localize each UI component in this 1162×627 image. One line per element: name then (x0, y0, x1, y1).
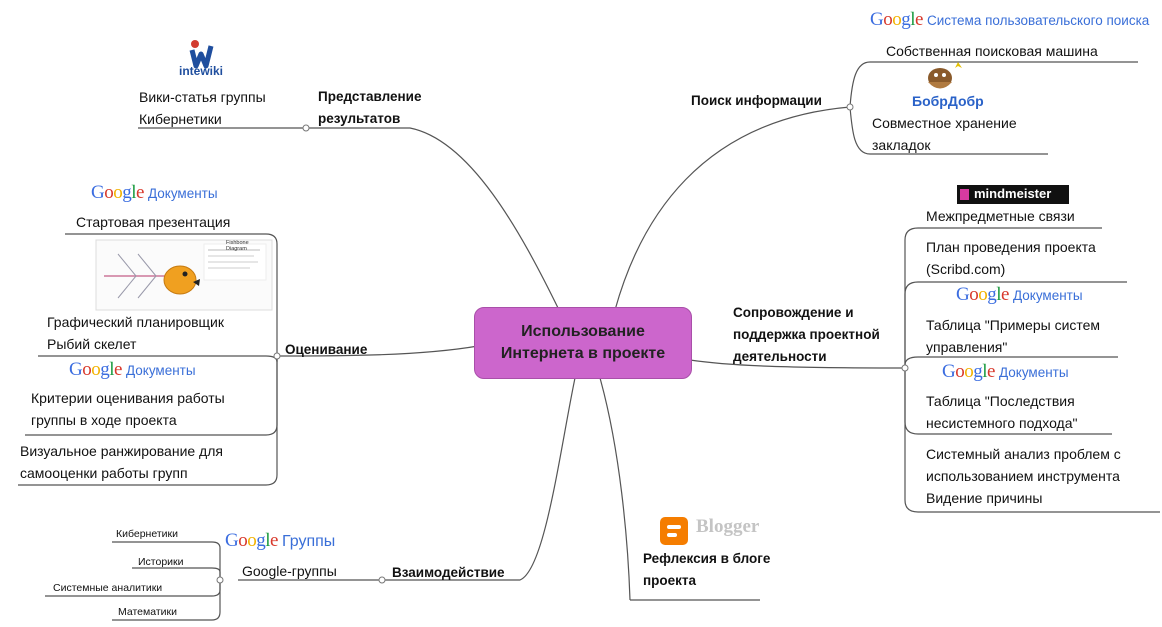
connector-predstavlenie (306, 127, 561, 313)
visual-ranking-item[interactable]: Визуальное ранжирование для самооценки р… (20, 443, 223, 481)
group-item-istoriki[interactable]: Историки (138, 556, 184, 568)
blogger-logo-icon (660, 517, 688, 545)
bookmarks-item[interactable]: Совместное хранение закладок (872, 115, 1017, 153)
branch-label-soprovozhdenie[interactable]: Сопровождение и поддержка проектной деят… (733, 305, 880, 364)
google-groups-logo-icon: Google Группы (225, 530, 336, 551)
google-logo-icon: Google Система пользовательского поиска (870, 9, 1150, 30)
fishbone-planner-item[interactable]: Графический планировщик Рыбий скелет (47, 314, 225, 352)
blogger-logo-text: Blogger (696, 516, 760, 537)
evaluation-criteria-item[interactable]: Критерии оценивания работы группы в ходе… (31, 390, 225, 428)
group-item-analitiki[interactable]: Системные аналитики (53, 582, 163, 594)
google-docs-logo-icon: Google Документы (942, 361, 1069, 382)
consequences-table-item[interactable]: Таблица "Последствия несистемного подход… (926, 393, 1078, 431)
group-item-kibernetiki[interactable]: Кибернетики (116, 528, 178, 540)
google-docs-logo-icon: Google Документы (91, 182, 218, 203)
fishbone-thumbnail-icon (95, 239, 273, 311)
branch-label-vzaimodeistvie[interactable]: Взаимодействие (392, 565, 505, 580)
bobrdobr-beaver-icon (928, 62, 962, 89)
fishbone-thumbnail-caption: Fishbone Diagram (226, 240, 249, 252)
google-docs-logo-icon: Google Документы (69, 359, 196, 380)
google-docs-logo-icon: Google Документы (956, 284, 1083, 305)
connector-refleksiya (599, 377, 631, 601)
connector-poisk (614, 106, 851, 311)
mindmeister-logo-text: mindmeister (974, 186, 1052, 201)
project-plan-item[interactable]: План проведения проекта (Scribd.com) (926, 239, 1096, 277)
intewiki-logo-icon: intewiki (179, 38, 248, 78)
group-item-matematiki[interactable]: Математики (118, 606, 177, 618)
branch-label-otsenivanie[interactable]: Оценивание (285, 342, 368, 357)
branch-label-refleksiya[interactable]: Рефлексия в блоге проекта (643, 551, 771, 588)
central-node[interactable]: Использование Интернета в проекте (474, 307, 692, 379)
system-analysis-item[interactable]: Системный анализ проблем с использование… (926, 446, 1121, 506)
connector-vzaimodeistvie (382, 377, 576, 581)
bobrdobr-logo-text: БобрДобр (912, 93, 984, 109)
mindmeister-logo-icon (957, 185, 1069, 204)
interdisciplinary-item[interactable]: Межпредметные связи (926, 208, 1075, 224)
start-presentation-item[interactable]: Стартовая презентация (76, 214, 231, 230)
systems-table-item[interactable]: Таблица "Примеры систем управления" (926, 317, 1101, 355)
svg-text:intewiki: intewiki (179, 64, 223, 78)
branch-label-poisk[interactable]: Поиск информации (691, 93, 822, 108)
custom-search-item[interactable]: Собственная поисковая машина (886, 43, 1098, 59)
google-groups-item[interactable]: Google-группы (242, 563, 337, 579)
connector-otsenivanie (276, 345, 479, 357)
wiki-article-item[interactable]: Вики-статья группы Кибернетики (139, 89, 266, 127)
connector-soprovozhdenie (689, 359, 906, 369)
branch-label-predstavlenie[interactable]: Представление результатов (318, 89, 422, 126)
